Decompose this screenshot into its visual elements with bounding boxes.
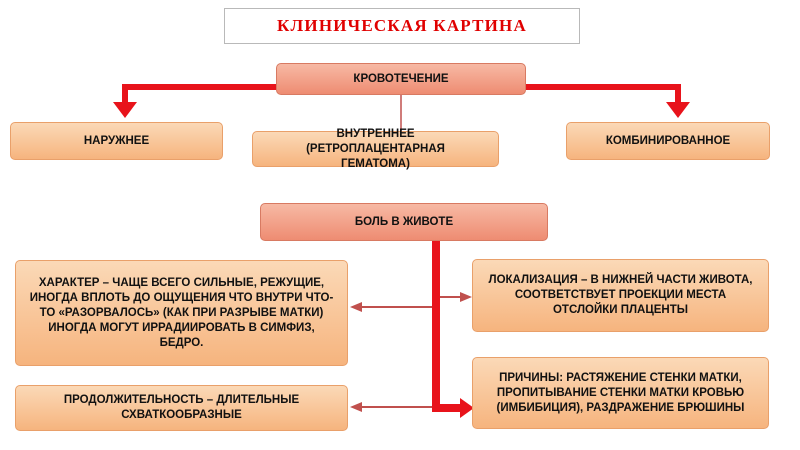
bleeding-connectors (113, 84, 690, 131)
arrowhead-external (113, 102, 137, 118)
arrowhead-localization (460, 292, 472, 302)
node-pain-duration: ПРОДОЛЖИТЕЛЬНОСТЬ – ДЛИТЕЛЬНЫЕ СХВАТКООБ… (15, 385, 348, 431)
arrowhead-combined (666, 102, 690, 118)
node-bleeding: КРОВОТЕЧЕНИЕ (276, 63, 526, 95)
node-pain-causes: ПРИЧИНЫ: РАСТЯЖЕНИЕ СТЕНКИ МАТКИ, ПРОПИТ… (472, 357, 769, 429)
page-title: КЛИНИЧЕСКАЯ КАРТИНА (224, 8, 580, 44)
node-pain-localization: ЛОКАЛИЗАЦИЯ – В НИЖНЕЙ ЧАСТИ ЖИВОТА, СОО… (472, 259, 769, 332)
pain-to-causes-bar (432, 404, 462, 412)
node-bleeding-combined: КОМБИНИРОВАННОЕ (566, 122, 770, 160)
node-bleeding-internal: ВНУТРЕННЕЕ (РЕТРОПЛАЦЕНТАРНАЯ ГЕМАТОМА) (252, 128, 499, 170)
connector-bleeding-to-combined (526, 84, 681, 104)
node-pain-character: ХАРАКТЕР – ЧАЩЕ ВСЕГО СИЛЬНЫЕ, РЕЖУЩИЕ, … (15, 260, 348, 366)
arrowhead-character (350, 302, 362, 312)
node-pain: БОЛЬ В ЖИВОТЕ (260, 203, 548, 241)
node-bleeding-external: НАРУЖНЕЕ (10, 122, 223, 160)
pain-connectors (350, 241, 474, 418)
connector-bleeding-to-external (122, 84, 276, 104)
pain-trunk (432, 241, 440, 411)
arrowhead-causes (460, 398, 474, 418)
arrowhead-duration (350, 402, 362, 412)
